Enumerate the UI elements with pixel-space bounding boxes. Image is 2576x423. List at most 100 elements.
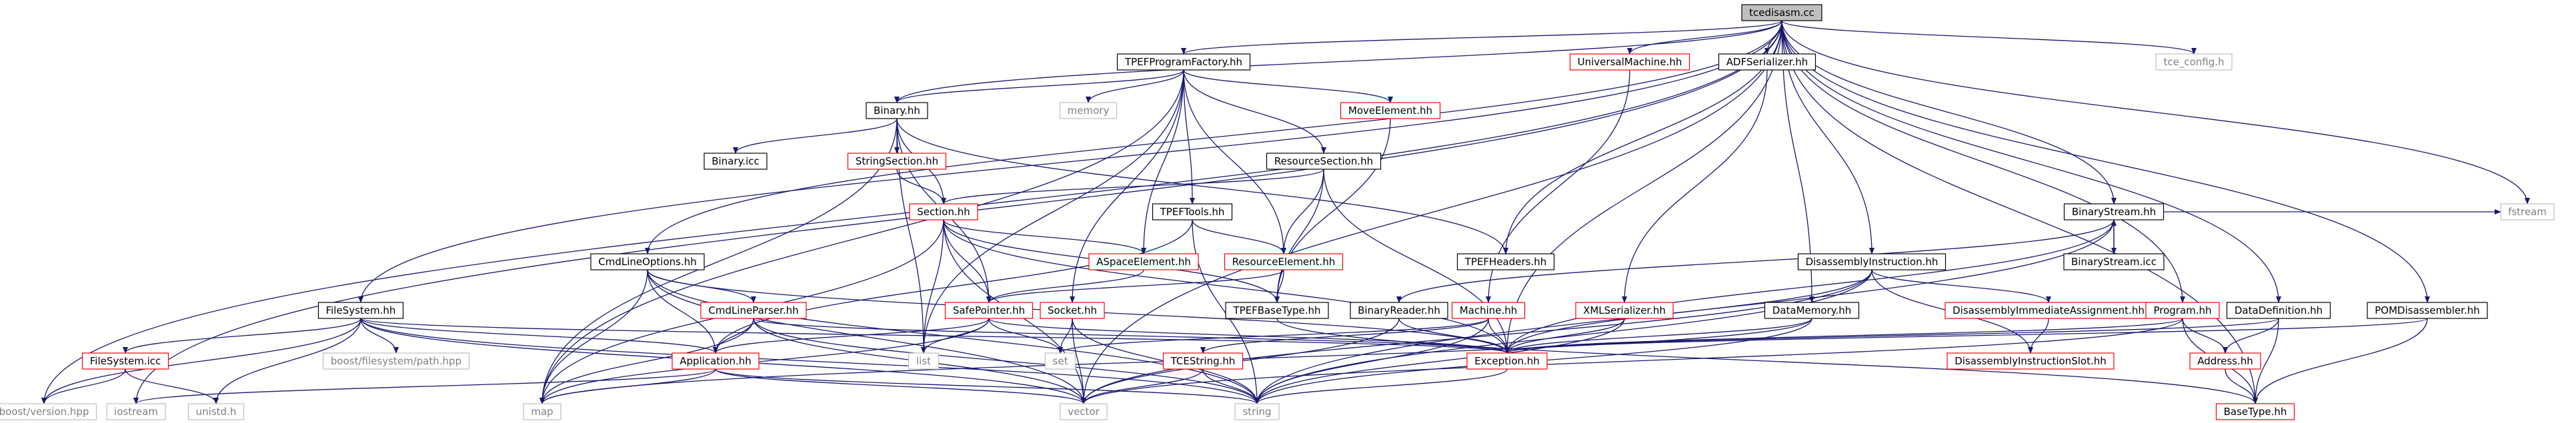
node-moveel[interactable]: MoveElement.hh	[1340, 102, 1441, 119]
node-set: set	[1044, 352, 1076, 370]
node-binarystreamicc[interactable]: BinaryStream.icc	[2063, 253, 2165, 270]
edge-tpefpf-to-socket	[1070, 69, 1184, 303]
node-tpefheaders[interactable]: TPEFHeaders.hh	[1456, 253, 1555, 270]
node-program[interactable]: Program.hh	[2145, 302, 2220, 319]
node-box	[187, 403, 245, 420]
node-adf[interactable]: ADFSerializer.hh	[1718, 53, 1816, 71]
node-datamemory[interactable]: DataMemory.hh	[1764, 302, 1860, 319]
node-resourceel[interactable]: ResourceElement.hh	[1224, 253, 1344, 270]
edge-program-to-exception	[1504, 318, 2183, 354]
node-stringsec[interactable]: StringSection.hh	[847, 153, 947, 170]
edge-datadef-to-basetype	[2253, 318, 2279, 404]
edge-binaryreader-to-exception	[1398, 318, 1510, 354]
node-machine[interactable]: Machine.hh	[1451, 302, 1526, 319]
node-filesystem[interactable]: FileSystem.hh	[317, 302, 404, 319]
node-label: CmdLineParser.hh	[708, 304, 798, 316]
node-address[interactable]: Address.hh	[2189, 352, 2261, 370]
node-pomdis[interactable]: POMDisassembler.hh	[2367, 302, 2488, 319]
node-um[interactable]: UniversalMachine.hh	[1569, 53, 1690, 71]
node-box	[1569, 53, 1690, 71]
edge-resourcesec-to-tpefbasetype	[1274, 169, 1324, 303]
edge-address-to-basetype	[2225, 368, 2258, 404]
edge-tcedisasm-to-datadef	[1781, 20, 2281, 303]
node-box	[1797, 253, 1947, 270]
node-label: TCEString.hh	[1170, 355, 1236, 367]
node-binaryicc[interactable]: Binary.icc	[704, 153, 768, 170]
node-box	[1116, 53, 1251, 71]
node-box	[909, 203, 978, 220]
node-xmlser[interactable]: XMLSerializer.hh	[1575, 302, 1674, 319]
node-label: boost/filesystem/path.hpp	[331, 355, 461, 367]
node-box	[944, 302, 1034, 319]
node-label: ResourceSection.hh	[1274, 155, 1373, 167]
edge-moveel-to-tpefbasetype	[1274, 118, 1391, 303]
edge-cmdlineparser-to-exception	[753, 318, 1510, 354]
edge-datadef-to-exception	[1504, 318, 2279, 354]
node-filesystemicc[interactable]: FileSystem.icc	[81, 352, 169, 370]
node-box	[1152, 203, 1233, 220]
edge-section-to-exception	[943, 219, 1510, 354]
node-label: DataDefinition.hh	[2235, 304, 2323, 316]
node-aspace[interactable]: ASpaceElement.hh	[1088, 253, 1199, 270]
node-disinstrslot[interactable]: DisassemblyInstructionSlot.hh	[1947, 352, 2115, 370]
node-datadef[interactable]: DataDefinition.hh	[2226, 302, 2331, 319]
edge-tpefpf-to-resourceel	[1183, 69, 1286, 254]
edge-tpefbasetype-to-basetype	[1276, 318, 2258, 404]
node-label: Machine.hh	[1460, 304, 1518, 316]
node-label: DisassemblyInstruction.hh	[1806, 256, 1939, 268]
node-label: vector	[1068, 406, 1100, 418]
node-binaryreader[interactable]: BinaryReader.hh	[1350, 302, 1448, 319]
edge-socket-to-set	[1058, 318, 1073, 354]
node-application[interactable]: Application.hh	[672, 352, 760, 370]
edge-cmdlineparser-to-map	[539, 318, 754, 404]
node-tpefbasetype[interactable]: TPEFBaseType.hh	[1225, 302, 1329, 319]
edge-tcestring-to-string	[1202, 368, 1260, 404]
node-binarystream[interactable]: BinaryStream.hh	[2063, 203, 2165, 220]
edge-tcedisasm-to-program	[1781, 20, 2185, 303]
node-resourcesec[interactable]: ResourceSection.hh	[1266, 153, 1382, 170]
edge-disinstr-to-vector	[1081, 269, 1872, 404]
edge-tpefpf-to-moveel	[1183, 69, 1393, 103]
node-label: DisassemblyInstructionSlot.hh	[1955, 355, 2107, 367]
node-label: unistd.h	[196, 406, 237, 418]
node-box	[1350, 302, 1448, 319]
node-box	[322, 352, 470, 370]
node-label: FileSystem.hh	[326, 304, 396, 316]
node-socket[interactable]: Socket.hh	[1040, 302, 1105, 319]
node-tpefpf[interactable]: TPEFProgramFactory.hh	[1116, 53, 1251, 71]
node-box	[2145, 302, 2220, 319]
node-disinstr[interactable]: DisassemblyInstruction.hh	[1797, 253, 1947, 270]
edge-filesystem-to-pathhpp	[360, 318, 399, 354]
node-box	[590, 253, 705, 270]
node-label: tce_config.h	[2163, 56, 2224, 69]
node-cmdlineparser[interactable]: CmdLineParser.hh	[700, 302, 807, 319]
node-box	[1456, 253, 1555, 270]
node-label: string	[1242, 406, 1271, 418]
edge-binary-to-map	[539, 118, 898, 404]
node-box	[0, 403, 97, 420]
node-tpeftools[interactable]: TPEFTools.hh	[1152, 203, 1233, 220]
node-box	[1340, 102, 1441, 119]
node-tcedisasm[interactable]: tcedisasm.cc	[1741, 4, 1822, 21]
edge-tpeftools-to-string	[1192, 219, 1260, 404]
node-tcestring[interactable]: TCEString.hh	[1162, 352, 1244, 370]
node-disimmassign[interactable]: DisassemblyImmediateAssignment.hh	[1945, 302, 2153, 319]
node-binary[interactable]: Binary.hh	[866, 102, 928, 119]
node-tceconfig: tce_config.h	[2155, 53, 2233, 71]
node-label: FileSystem.icc	[90, 355, 161, 367]
node-section[interactable]: Section.hh	[909, 203, 978, 220]
node-label: TPEFBaseType.hh	[1232, 304, 1320, 316]
edge-filesystem-to-versionhpp	[41, 318, 361, 404]
node-basetype[interactable]: BaseType.hh	[2215, 403, 2295, 420]
node-label: iostream	[114, 406, 158, 418]
edge-filesystem-to-string	[360, 318, 1260, 404]
node-exception[interactable]: Exception.hh	[1466, 352, 1548, 370]
edge-cmdlineopts-to-application	[647, 269, 718, 354]
node-safepointer[interactable]: SafePointer.hh	[944, 302, 1034, 319]
edge-stringsec-to-section	[896, 169, 946, 205]
node-box	[1044, 352, 1076, 370]
edge-application-to-string	[715, 368, 1260, 404]
node-cmdlineopts[interactable]: CmdLineOptions.hh	[590, 253, 705, 270]
edge-machine-to-tcestring	[1200, 318, 1489, 354]
